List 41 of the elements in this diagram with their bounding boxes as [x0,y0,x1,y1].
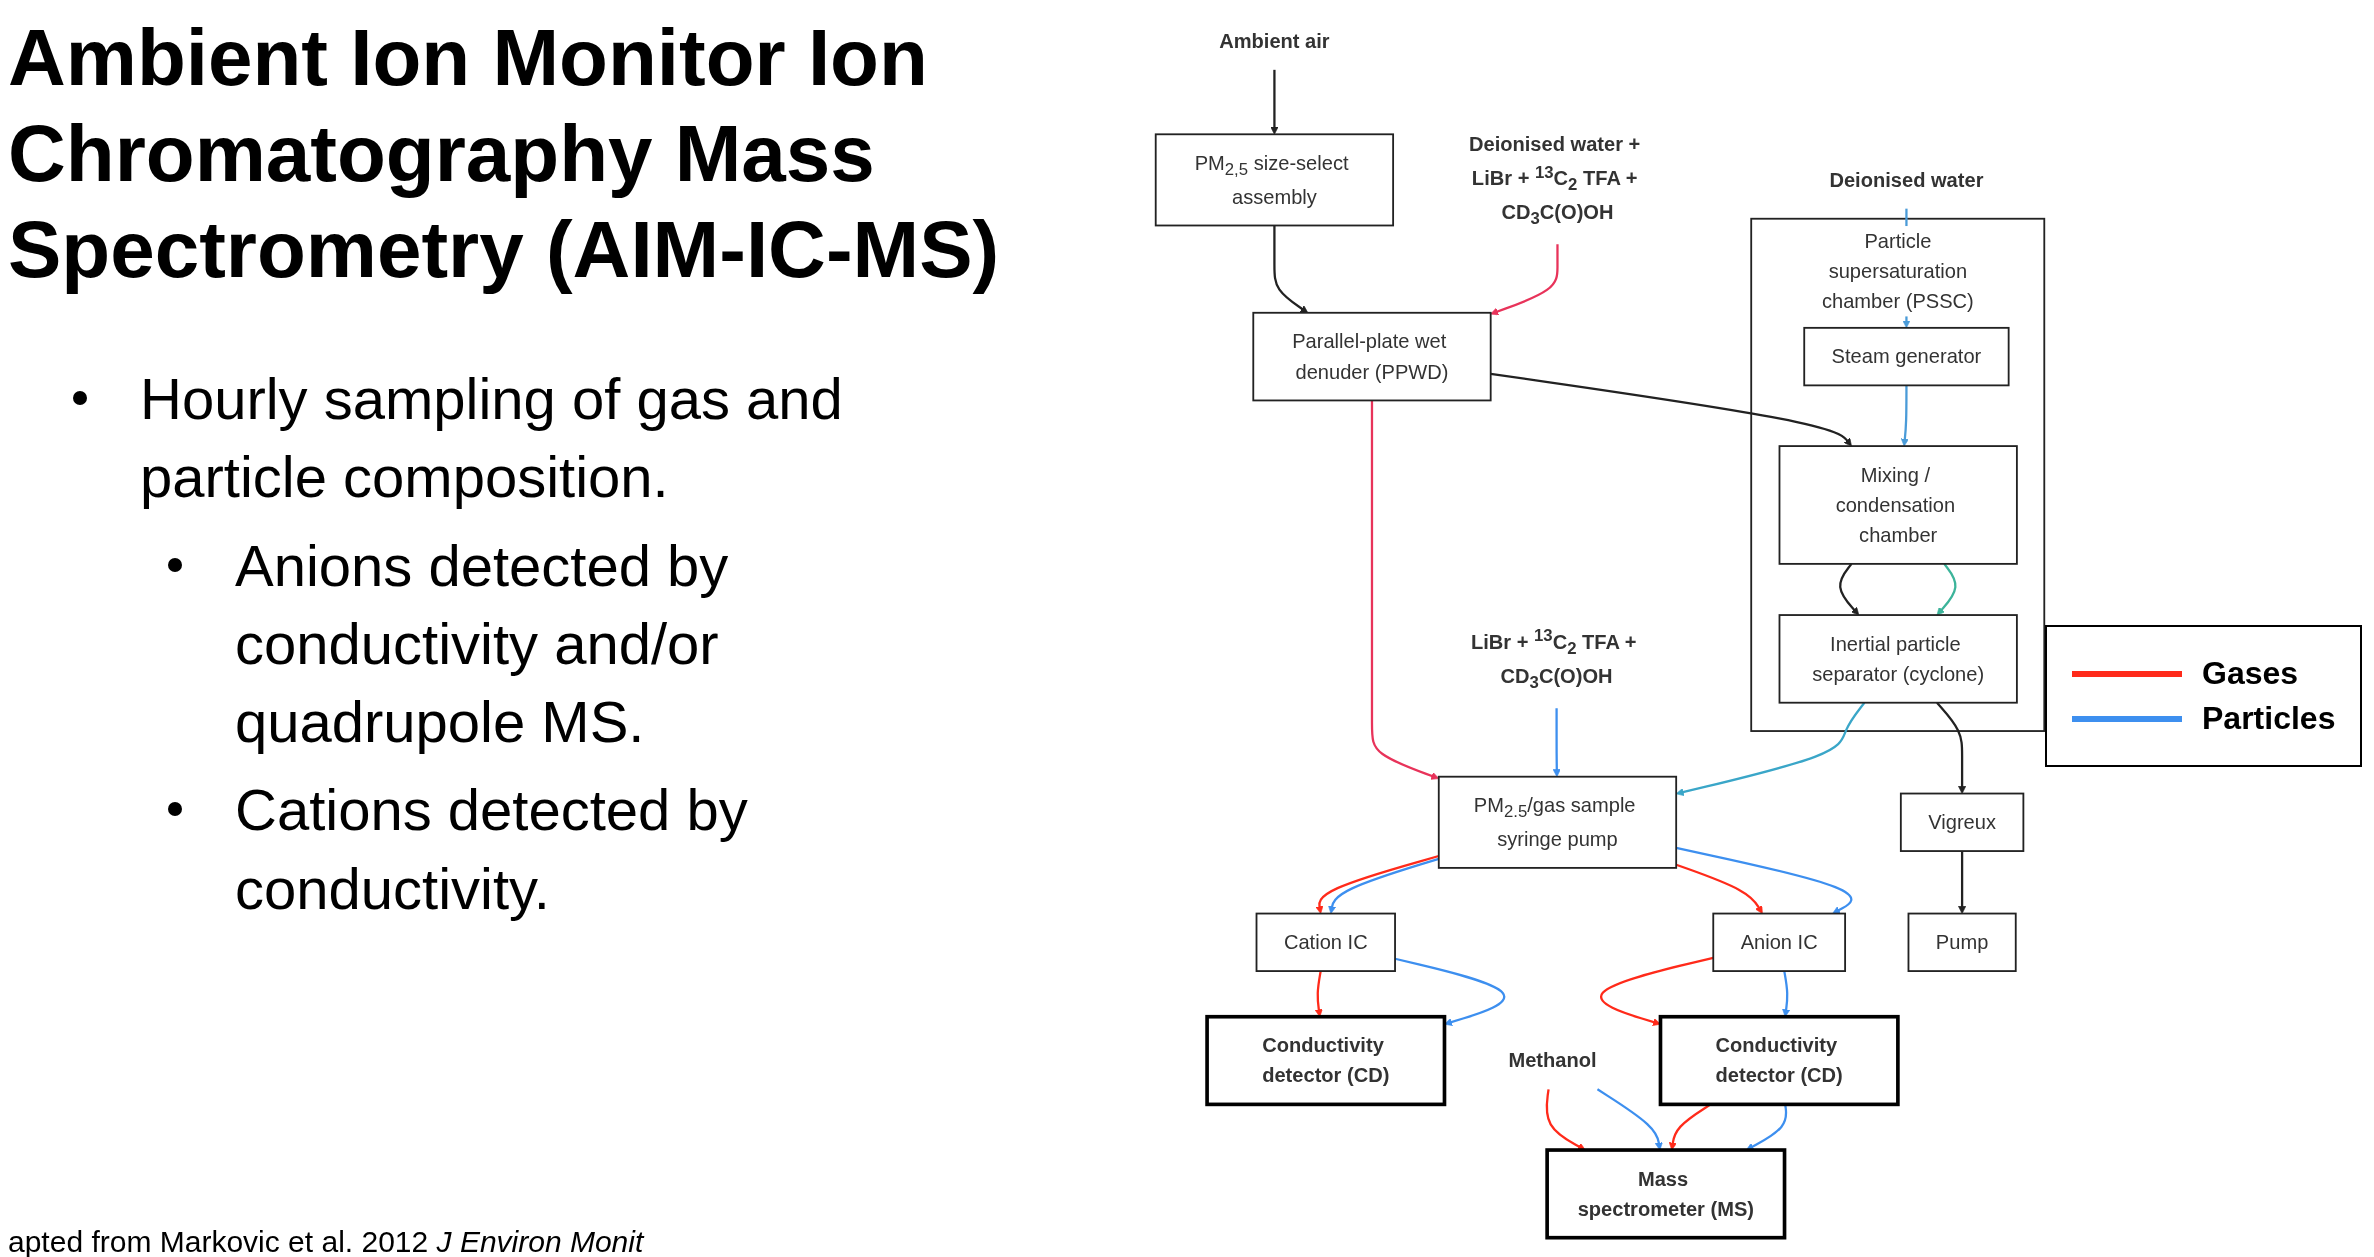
arrow [1958,851,1967,914]
node-box: Cation IC [1255,912,1396,972]
slide-title: Ambient Ion Monitor Ion Chromatography Mass Spectrometry (AIM-IC-MS) [8,12,1001,296]
node-text: LiBr + $^{13}$C$_{2}$ TFA + CD$_{3}$C(O)OH [1470,625,1637,692]
arrow [1746,1104,1788,1151]
arrow [1839,563,1860,616]
arrow [1936,563,1957,616]
arrow [1900,385,1909,447]
node-box: Parallel-plate wet denuder (PPWD) [1252,311,1492,402]
node-box: Steam generator [1803,326,2010,387]
arrow [1490,372,1852,447]
bullet-text: Anions detected by conductivity and/or quadrupole MS. [235,532,729,755]
arrow [1600,956,1714,1026]
node-text: Deionised water [1829,168,1984,192]
node-text: Deionised water + LiBr + $^{13}$C$_{2}$ TFA + CD$_{3}$C(O)OH [1468,132,1641,228]
bullet-text: Hourly sampling of gas and particle composition. [140,366,843,510]
node-box: Inertial particle separator (cyclone) [1778,614,2018,704]
arrow [1270,69,1279,135]
node-text: Methanol [1508,1049,1597,1072]
arrow [1675,846,1853,914]
arrow [1490,244,1559,316]
node-box: Mass spectrometer (MS) [1545,1148,1787,1240]
node-box: Vigreux [1899,792,2025,852]
node-box: Conductivity detector (CD) [1658,1014,1900,1107]
node-text: Ambient air [1219,29,1330,53]
arrow [1936,701,1967,794]
node-box: PM$_{2,5}$ size-select assembly [1154,133,1395,227]
node-box: Mixing / condensation chamber [1778,445,2018,565]
node-box: Conductivity detector (CD) [1205,1014,1447,1107]
legend-text: Particles [2202,700,2336,737]
node-box: Anion IC [1712,912,1846,972]
arrow [1675,863,1763,914]
arrow [1552,708,1561,778]
arrow [1370,400,1440,780]
arrow [1545,1089,1586,1151]
node-box: PM$_{2.5}$/gas sample syringe pump [1437,775,1678,869]
arrow [1596,1088,1663,1151]
node-box: Pump [1907,912,2017,972]
bullet-text: Cations detected by conductivity. [235,777,748,921]
arrow [1273,225,1309,314]
legend-text: Gases [2202,655,2299,692]
